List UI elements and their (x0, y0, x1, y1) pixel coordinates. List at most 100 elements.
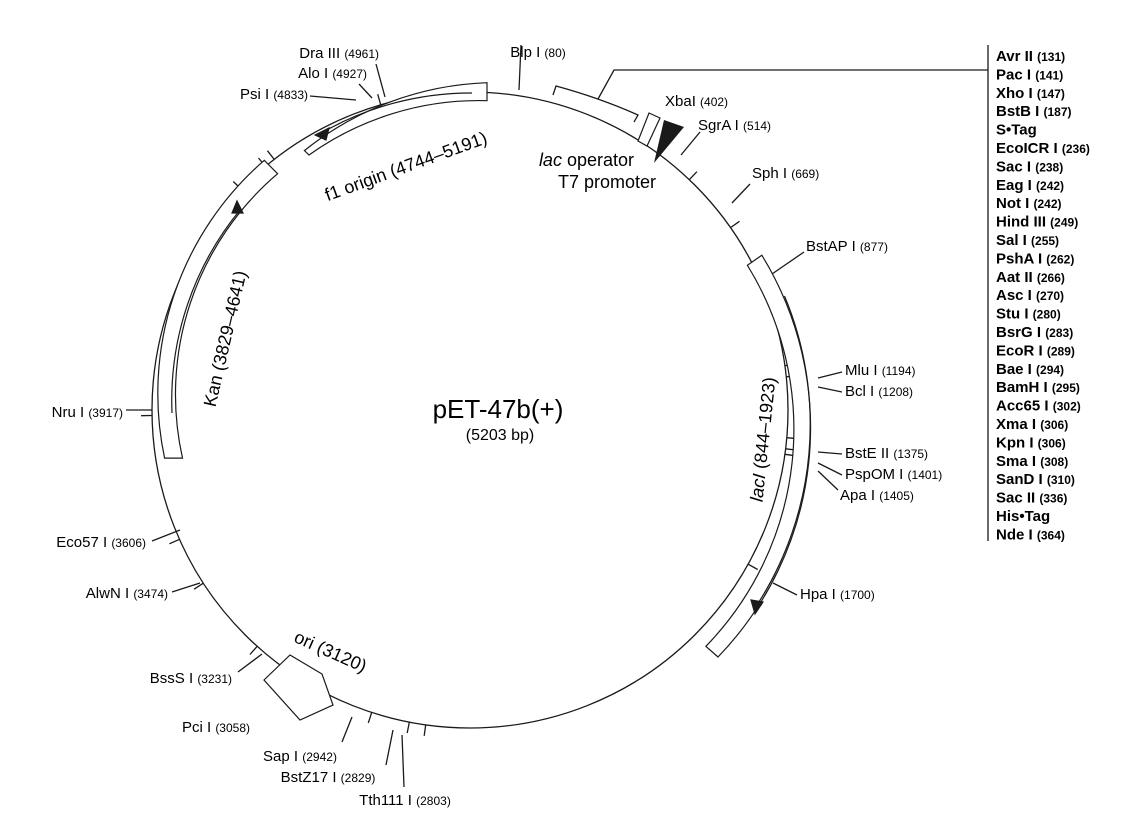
site-label: Blp I (80) (510, 44, 566, 61)
site-name: Dra III (299, 45, 340, 62)
mcs-position: (310) (1047, 473, 1075, 487)
mcs-position: (270) (1036, 289, 1064, 303)
site-label: Bcl I (1208) (845, 383, 913, 400)
site-position: (1401) (908, 468, 943, 482)
site-name: BssS I (150, 670, 193, 687)
site-position: (877) (860, 240, 888, 254)
mcs-position: (266) (1037, 271, 1065, 285)
site-leader (817, 462, 843, 476)
plasmid-size: (5203 bp) (466, 427, 535, 444)
site-name: BstE II (845, 445, 889, 462)
mcs-position: (308) (1040, 455, 1068, 469)
site-name: Sph I (752, 165, 787, 182)
site-position: (402) (700, 95, 728, 109)
mcs-position: (295) (1052, 381, 1080, 395)
mcs-item: Avr II (131) (996, 48, 1065, 65)
site-name: Bcl I (845, 383, 874, 400)
mcs-name: Xma I (996, 416, 1036, 433)
mcs-item: Asc I (270) (996, 287, 1064, 304)
mcs-name: Avr II (996, 48, 1033, 65)
mcs-position: (289) (1047, 344, 1075, 358)
site-position: (3606) (111, 536, 146, 550)
site-position: (4927) (332, 67, 367, 81)
site-label: XbaI (402) (665, 93, 728, 110)
mcs-item: S•Tag (996, 122, 1037, 139)
mcs-item: EcoR I (289) (996, 342, 1075, 359)
site-leader (401, 734, 405, 788)
site-label: Mlu I (1194) (845, 362, 915, 379)
site-position: (1375) (893, 447, 928, 461)
site-label: PspOM I (1401) (845, 466, 942, 483)
site-label: AlwN I (3474) (86, 585, 168, 602)
site-position: (2942) (302, 750, 337, 764)
mcs-position: (236) (1062, 142, 1090, 156)
f1-origin-label: f1 origin (4744–5191) (322, 128, 490, 205)
site-tick (266, 150, 275, 160)
site-leader (385, 729, 394, 766)
site-position: (1208) (878, 385, 913, 399)
t7-promoter-label: T7 promoter (558, 172, 656, 192)
site-tick (747, 563, 759, 571)
site-tick (377, 94, 382, 105)
mcs-item: BsrG I (283) (996, 324, 1073, 341)
mcs-position: (238) (1035, 160, 1063, 174)
site-leader (817, 470, 839, 491)
site-label: BssS I (3231) (150, 670, 232, 687)
mcs-position: (364) (1037, 528, 1065, 542)
site-name: Nru I (52, 404, 85, 421)
site-label: Alo I (4927) (298, 65, 367, 82)
mcs-name: PshA I (996, 250, 1042, 267)
mcs-name: Hind III (996, 214, 1046, 231)
lacI-label: lacI (844–1923) (747, 376, 780, 502)
site-position: (1700) (840, 588, 875, 602)
site-label: Pci I (3058) (182, 719, 250, 736)
site-label: BstE II (1375) (845, 445, 928, 462)
site-label: Dra III (4961) (299, 45, 379, 62)
kan-feature (157, 159, 279, 459)
site-tick (688, 171, 698, 181)
mcs-position: (141) (1035, 68, 1063, 82)
mcs-item: Acc65 I (302) (996, 398, 1081, 415)
mcs-item: Sma I (308) (996, 453, 1068, 470)
mcs-item: Stu I (280) (996, 306, 1061, 323)
site-name: Blp I (510, 44, 540, 61)
site-leader (358, 83, 373, 99)
site-position: (4833) (273, 88, 308, 102)
site-label: Sph I (669) (752, 165, 819, 182)
mcs-position: (336) (1039, 492, 1067, 506)
mcs-item: Xma I (306) (996, 416, 1068, 433)
site-position: (3917) (88, 406, 123, 420)
site-position: (1194) (882, 364, 916, 378)
mcs-position: (147) (1037, 87, 1065, 101)
site-label: Apa I (1405) (840, 487, 914, 504)
site-name: Eco57 I (56, 534, 107, 551)
mcs-position: (187) (1044, 105, 1072, 119)
site-name: Tth111 I (359, 792, 412, 809)
site-position: (3474) (133, 587, 168, 601)
site-tick (193, 582, 204, 590)
mcs-name: Aat II (996, 269, 1033, 286)
site-label: Sap I (2942) (263, 748, 337, 765)
site-leader (817, 371, 843, 379)
mcs-name: Pac I (996, 66, 1031, 83)
mcs-name: SanD I (996, 471, 1043, 488)
mcs-name: Not I (996, 195, 1029, 212)
site-leader (518, 44, 522, 91)
site-position: (2803) (416, 794, 451, 808)
site-leader (309, 95, 357, 101)
mcs-item: Pac I (141) (996, 66, 1063, 83)
site-tick (406, 722, 410, 734)
mcs-position: (283) (1045, 326, 1073, 340)
mcs-item: BstB I (187) (996, 103, 1072, 120)
site-leader (151, 529, 181, 542)
mcs-item: Not I (242) (996, 195, 1062, 212)
mcs-item: Sal I (255) (996, 232, 1059, 249)
mcs-item: His•Tag (996, 508, 1050, 525)
site-name: Psi I (240, 86, 269, 103)
lac-operator-label: lac operator (539, 150, 634, 170)
mcs-name: Nde I (996, 526, 1033, 543)
site-name: BstZ17 I (281, 769, 337, 786)
mcs-name: Sac II (996, 490, 1035, 507)
mcs-item: EcoICR I (236) (996, 140, 1090, 157)
site-leader (680, 131, 701, 156)
